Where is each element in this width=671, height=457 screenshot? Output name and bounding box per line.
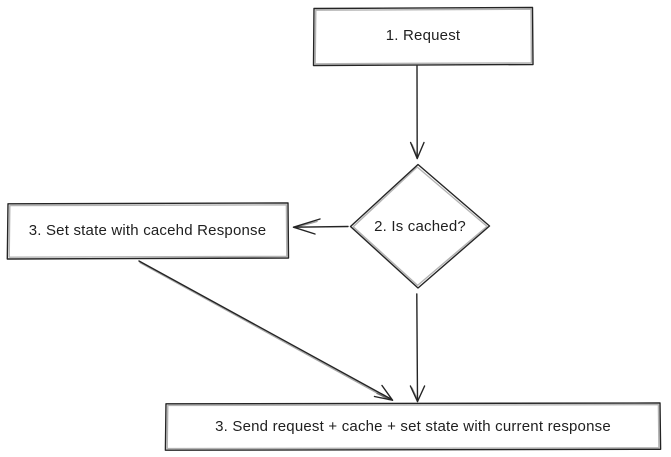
node-request-label: 1. Request xyxy=(385,27,461,44)
node-send-request-label: 3. Send request + cache + set state with… xyxy=(215,417,611,435)
request-box-shape xyxy=(312,6,534,67)
send-request-box-shape xyxy=(164,402,662,451)
node-set-state-label: 3. Set state with cacehd Response xyxy=(28,222,267,239)
arrowhead-down-right-icon xyxy=(373,384,394,401)
arrowhead-down-icon xyxy=(409,385,426,403)
edge-setstate-to-sendrequest xyxy=(138,260,394,401)
is-cached-diamond-shape xyxy=(349,163,491,289)
arrowhead-left-icon xyxy=(292,218,321,235)
edge-request-to-iscached xyxy=(409,65,425,160)
set-state-box-shape xyxy=(6,202,290,260)
edge-iscached-to-sendrequest xyxy=(409,293,426,403)
node-is-cached-label: 2. Is cached? xyxy=(374,218,466,235)
edge-iscached-to-setstate xyxy=(292,218,349,235)
arrowhead-down-icon xyxy=(409,141,425,160)
